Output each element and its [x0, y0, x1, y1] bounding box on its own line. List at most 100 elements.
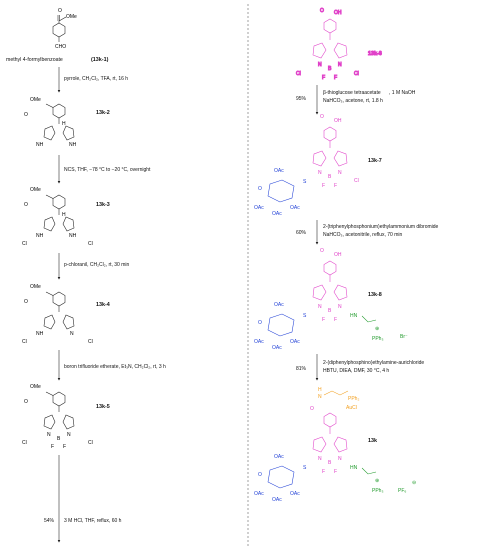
svg-text:OAc: OAc	[274, 454, 284, 460]
svg-text:S: S	[303, 313, 307, 319]
svg-text:B: B	[57, 436, 61, 442]
svg-text:N: N	[318, 62, 322, 68]
svg-text:F: F	[334, 183, 337, 189]
svg-text:N: N	[318, 456, 322, 462]
svg-text:O: O	[24, 299, 28, 305]
svg-text:OAc: OAc	[272, 211, 282, 217]
svg-text:OMe: OMe	[30, 97, 41, 103]
step-r1-conditions: , 1 M NaOH	[389, 90, 416, 96]
svg-text:OMe: OMe	[30, 284, 41, 290]
svg-text:N: N	[318, 170, 322, 176]
svg-text:13k-2: 13k-2	[96, 110, 110, 116]
svg-text:HN: HN	[350, 313, 358, 319]
step-5-conditions: 3 M HCl, THF, reflux, 60 h	[64, 518, 122, 524]
svg-text:NH: NH	[36, 142, 44, 148]
svg-text:Cl: Cl	[354, 71, 359, 77]
svg-text:OH: OH	[334, 118, 342, 124]
svg-text:AuCl: AuCl	[346, 405, 357, 411]
svg-text:B: B	[328, 174, 332, 180]
step-2-conditions: NCS, THF, −78 °C to −20 °C, overnight	[64, 167, 151, 173]
svg-text:S: S	[303, 465, 307, 471]
svg-text:Cl: Cl	[22, 339, 27, 345]
step-4-conditions: boron trifluoride etherate, Et₃N, CH₂Cl₂…	[64, 364, 166, 370]
svg-text:O: O	[24, 399, 28, 405]
svg-text:OMe: OMe	[30, 384, 41, 390]
compound-13k-4: OMe O NH N Cl Cl 13k-4	[22, 284, 110, 345]
svg-text:OAc: OAc	[254, 339, 264, 345]
step-r3-yield: 81%	[296, 366, 307, 372]
svg-text:OH: OH	[334, 10, 342, 16]
step-r3-reagent: 2-(diphenylphosphino)ethylamine-aurichlo…	[323, 360, 424, 366]
svg-text:N: N	[338, 170, 342, 176]
svg-text:OH: OH	[334, 252, 342, 258]
svg-text:O: O	[258, 472, 262, 478]
svg-text:N: N	[318, 304, 322, 310]
step-r2-reagent: 2-(triphenylphosphonium)ethylammonium di…	[323, 224, 439, 230]
svg-text:F: F	[63, 444, 66, 450]
svg-text:(13k-1): (13k-1)	[91, 57, 109, 63]
svg-text:Br⁻: Br⁻	[400, 334, 408, 340]
svg-text:13k-4: 13k-4	[96, 302, 110, 308]
svg-text:O: O	[310, 406, 314, 412]
svg-text:OAc: OAc	[290, 491, 300, 497]
svg-text:methyl 4-formylbenzoate: methyl 4-formylbenzoate	[6, 57, 63, 63]
svg-text:F: F	[334, 469, 337, 475]
step-5-yield: 54%	[44, 518, 55, 524]
step-r1-reagent: β-thioglucose tetraacetate	[323, 90, 381, 96]
svg-text:NH: NH	[36, 331, 44, 337]
svg-text:CHO: CHO	[55, 44, 66, 50]
svg-text:NH: NH	[36, 233, 44, 239]
svg-text:13k-8: 13k-8	[368, 292, 382, 298]
svg-text:F: F	[322, 317, 325, 323]
svg-text:F: F	[51, 444, 54, 450]
svg-text:N: N	[338, 456, 342, 462]
svg-text:OAc: OAc	[272, 497, 282, 503]
svg-text:OAc: OAc	[290, 339, 300, 345]
compound-13k-1: O OMe CHO methyl 4-formylbenzoate (13k-1…	[6, 8, 109, 63]
svg-text:B: B	[328, 460, 332, 466]
svg-text:H: H	[318, 387, 322, 393]
svg-text:⊕: ⊕	[375, 326, 379, 332]
svg-text:PPh₃: PPh₃	[372, 488, 384, 494]
step-r2-conditions-2: NaHCO₃, acetonitrile, reflux, 70 min	[323, 232, 403, 238]
svg-text:S: S	[303, 179, 307, 185]
compound-13k-7: O OH N N B F F Cl S OAc OAc OAc OAc O 13…	[254, 114, 382, 217]
svg-text:PF₆: PF₆	[398, 488, 406, 494]
svg-text:13k-3: 13k-3	[96, 202, 110, 208]
svg-text:N: N	[70, 331, 74, 337]
svg-text:O: O	[320, 8, 324, 14]
svg-text:N: N	[67, 432, 71, 438]
svg-text:O: O	[58, 8, 62, 14]
svg-text:OAc: OAc	[272, 345, 282, 351]
svg-text:N: N	[338, 304, 342, 310]
compound-13k-3: OMe O H NH NH Cl Cl 13k-3	[22, 187, 110, 247]
svg-text:F: F	[334, 75, 337, 81]
svg-text:O: O	[24, 202, 28, 208]
svg-text:B: B	[328, 66, 332, 72]
svg-text:Cl: Cl	[88, 241, 93, 247]
svg-text:⊕: ⊕	[375, 478, 379, 484]
svg-text:O: O	[258, 320, 262, 326]
step-r3-conditions-2: HBTU, DIEA, DMF, 30 °C, 4 h	[323, 368, 389, 374]
compound-13k-8: O OH N N B F F S OAc OAc OAc OAc O HN ⊕ …	[254, 248, 408, 351]
step-r1-conditions-2: NaHCO₃, acetone, rt, 1.8 h	[323, 98, 383, 104]
compound-13k-5: OMe O N N B F F Cl Cl 13k-5	[22, 384, 110, 450]
step-r2-yield: 60%	[296, 230, 307, 236]
svg-text:O: O	[320, 248, 324, 254]
svg-text:PPh₃: PPh₃	[372, 336, 384, 342]
svg-text:13k-7: 13k-7	[368, 158, 382, 164]
svg-text:OAc: OAc	[274, 302, 284, 308]
svg-text:OAc: OAc	[254, 205, 264, 211]
svg-text:13k: 13k	[368, 438, 377, 444]
svg-text:OMe: OMe	[30, 187, 41, 193]
svg-text:O: O	[258, 186, 262, 192]
compound-13k-2: OMe O H NH NH 13k-2	[24, 97, 110, 148]
svg-text:Cl: Cl	[354, 178, 359, 184]
svg-text:Cl: Cl	[296, 71, 301, 77]
svg-text:N: N	[47, 432, 51, 438]
step-r1-yield: 95%	[296, 96, 307, 102]
compound-13k-6: O OH N N B F F Cl Cl 13k-6	[296, 8, 383, 82]
svg-text:NH: NH	[69, 233, 77, 239]
svg-text:N: N	[338, 62, 342, 68]
